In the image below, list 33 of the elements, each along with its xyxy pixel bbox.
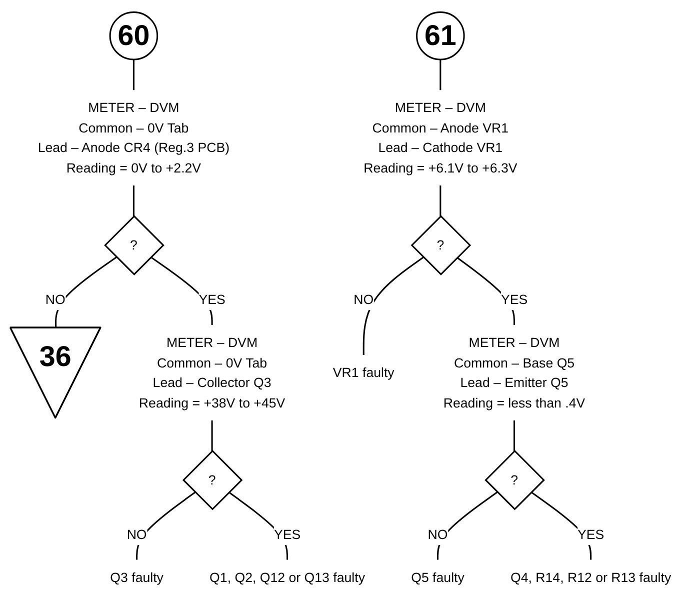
connector [136, 492, 196, 560]
edge-label: YES [500, 292, 528, 308]
edge-label: NO [428, 526, 448, 542]
edge-label: NO [126, 526, 147, 542]
connector [440, 186, 442, 217]
node-text: METER – DVM Common – Anode VR1 Lead – Cathode VR1 Reading = +6.1V to +6.3V [364, 100, 518, 176]
node-diamond: ? [104, 215, 164, 276]
node-text: Q5 faulty [411, 570, 464, 586]
connector [132, 186, 134, 217]
connector [440, 60, 442, 91]
connector [132, 60, 134, 91]
node-diamond: ? [182, 450, 243, 511]
connector [514, 420, 516, 452]
connector [362, 257, 424, 356]
node-diamond: ? [410, 215, 472, 276]
node-text: VR1 faulty [332, 365, 394, 380]
edge-label: NO [354, 292, 374, 308]
connector [211, 420, 213, 452]
node-text: METER – DVM Common – 0V Tab Lead – Anode CR4 (Reg.3 PCB) Reading = 0V to +2.2V [38, 100, 230, 176]
edge-label: YES [274, 526, 301, 542]
edge-label: YES [198, 292, 226, 308]
node-text: METER – DVM Common – Base Q5 Lead – Emitter Q5 Reading = less than .4V [443, 335, 586, 410]
node-text: Q4, R14, R12 or R13 faulty [510, 570, 672, 586]
connector [436, 492, 498, 560]
connector [55, 256, 117, 328]
node-text: Q3 faulty [110, 570, 164, 586]
node-circle: 60 [109, 12, 158, 61]
edge-label: YES [577, 526, 604, 542]
node-diamond: ? [484, 450, 545, 511]
node-text: METER – DVM Common – 0V Tab Lead – Collector Q3 Reading = +38V to +45V [138, 335, 286, 410]
node-text: Q1, Q2, Q12 or Q13 faulty [210, 570, 365, 586]
node-circle: 61 [416, 12, 465, 61]
edge-label: NO [45, 292, 66, 308]
